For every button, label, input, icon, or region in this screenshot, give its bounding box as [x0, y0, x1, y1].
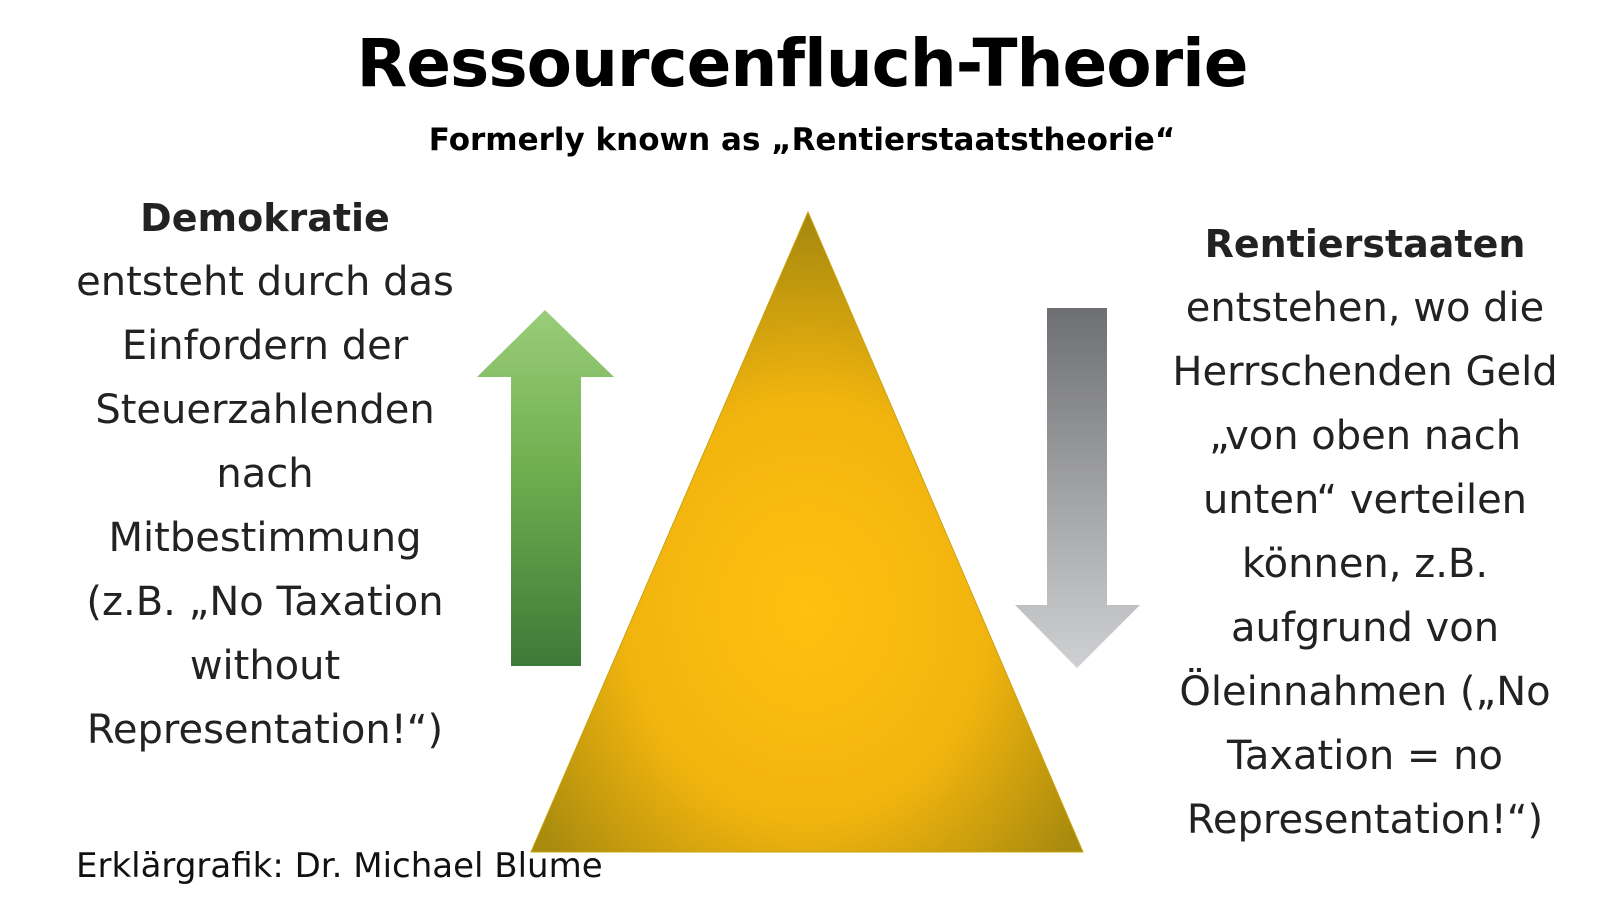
democracy-line: Steuerzahlenden	[95, 387, 435, 433]
credit-line: Erklärgrafik: Dr. Michael Blume	[76, 846, 603, 886]
page-title: Ressourcenfluch-Theorie	[356, 25, 1248, 102]
arrow-up-icon	[477, 310, 614, 666]
democracy-line: nach	[216, 451, 314, 497]
rentier-heading: Rentierstaaten	[1204, 222, 1526, 266]
rentier-line: entstehen, wo die	[1185, 285, 1545, 331]
rentier-line: Representation!“)	[1186, 797, 1544, 843]
democracy-line: Representation!“)	[86, 707, 444, 753]
rentier-line: Herrschenden Geld	[1172, 349, 1558, 395]
rentier-line: unten“ verteilen	[1202, 477, 1528, 523]
democracy-text: Demokratie entsteht durch das Einfordern…	[30, 186, 500, 762]
rentier-line: Öleinnahmen („No	[1179, 669, 1551, 715]
democracy-line: Mitbestimmung	[108, 515, 422, 561]
rentier-line: „von oben nach	[1208, 413, 1522, 459]
rentier-line: aufgrund von	[1230, 605, 1500, 651]
rentier-line: Taxation = no	[1227, 733, 1503, 779]
arrow-down-icon	[1015, 308, 1140, 668]
democracy-line: without	[189, 643, 341, 689]
rentier-line: können, z.B.	[1241, 541, 1489, 587]
democracy-line: entsteht durch das	[76, 259, 454, 305]
democracy-line: Einfordern der	[121, 323, 409, 369]
democracy-line: (z.B. „No Taxation	[86, 579, 444, 625]
pyramid-shape	[530, 210, 1084, 853]
rentier-text: Rentierstaaten entstehen, wo die Herrsch…	[1130, 212, 1600, 852]
democracy-heading: Demokratie	[140, 196, 390, 240]
page-subtitle: Formerly known as „Rentierstaatstheorie“	[428, 122, 1176, 158]
